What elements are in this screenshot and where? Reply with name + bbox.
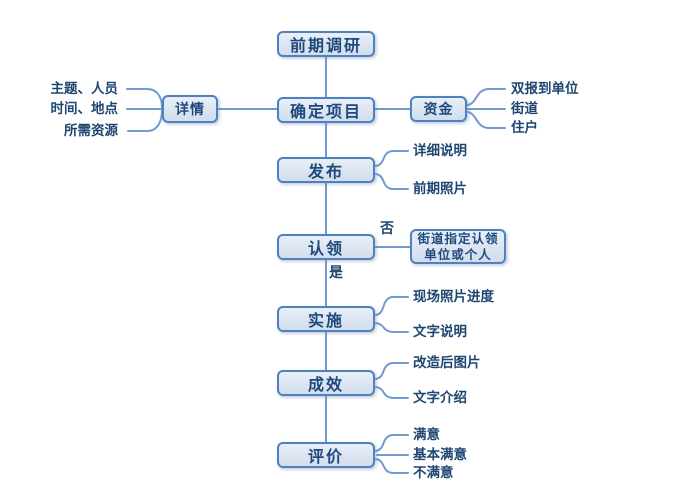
label-implement-output-0: 现场照片进度 [413,289,494,304]
label-funds-source-0: 双报到单位 [511,81,579,96]
label-details-input-2: 所需资源 [64,123,118,138]
node-street-assign-line1: 街道指定认领 [417,231,499,246]
node-claim: 认领 [277,234,375,260]
node-funds-label: 资金 [423,103,454,118]
node-effect: 成效 [277,370,375,396]
node-publish: 发布 [277,157,375,183]
label-publish-output-1: 前期照片 [413,181,467,196]
node-claim-label: 认领 [307,241,344,258]
label-funds-source-1: 街道 [511,101,538,116]
node-implement-label: 实施 [307,313,344,330]
node-project: 确定项目 [277,97,375,123]
label-evaluate-option-2: 不满意 [413,465,454,480]
label-evaluate-option-1: 基本满意 [413,447,467,462]
branch-no-label: 否 [380,222,394,237]
node-research-label: 前期调研 [289,38,362,55]
node-funds: 资金 [410,96,467,122]
node-effect-label: 成效 [307,377,344,394]
label-effect-output-1: 文字介绍 [413,390,467,405]
node-details: 详情 [162,95,218,123]
branch-yes-label: 是 [329,266,343,281]
label-implement-output-1: 文字说明 [413,324,467,339]
label-evaluate-option-0: 满意 [413,427,440,442]
node-implement: 实施 [277,306,375,332]
node-publish-label: 发布 [307,164,344,181]
node-street-assign-line2: 单位或个人 [424,247,492,262]
node-evaluate: 评价 [277,442,375,468]
node-evaluate-label: 评价 [307,449,344,466]
label-publish-output-0: 详细说明 [413,143,467,158]
node-research: 前期调研 [277,31,375,57]
node-street-assign: 街道指定认领 单位或个人 [410,229,506,264]
node-details-label: 详情 [175,103,205,118]
label-effect-output-0: 改造后图片 [413,355,481,370]
label-details-input-0: 主题、人员 [50,81,119,96]
label-funds-source-2: 住户 [511,120,538,135]
node-project-label: 确定项目 [289,104,362,121]
label-details-input-1: 时间、地点 [50,101,119,116]
